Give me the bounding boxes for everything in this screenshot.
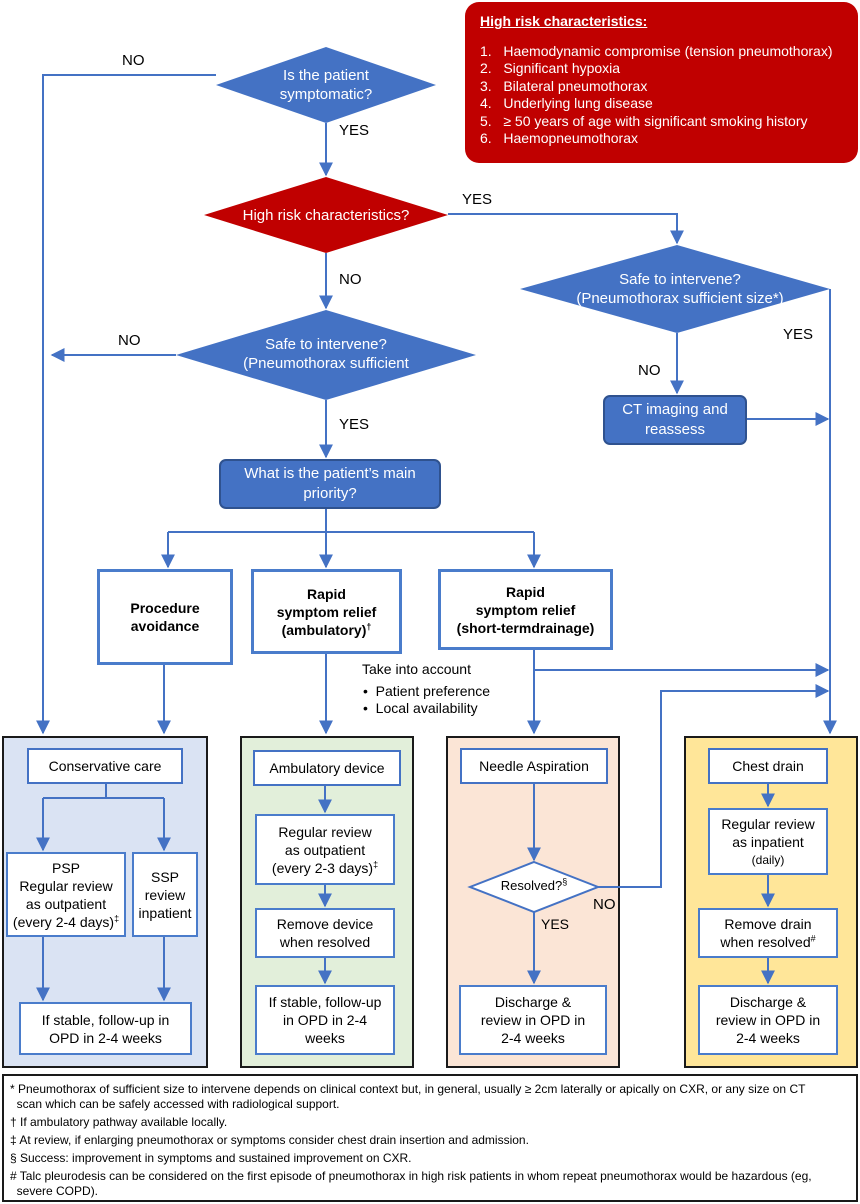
- label-yes-safe-right: YES: [783, 326, 814, 343]
- footnote-success: § Success: improvement in symptoms and s…: [10, 1151, 412, 1165]
- decision-safe-right-shape: [520, 245, 830, 333]
- high-risk-characteristics-box: High risk characteristics: 1. Haemodynam…: [465, 2, 858, 163]
- footnote-size: * Pneumothorax of sufficient size to int…: [10, 1082, 806, 1096]
- label-yes-resolved: YES: [541, 916, 570, 932]
- ambulatory-device-header: Ambulatory device: [253, 750, 401, 786]
- drain-review-box: Regular review as inpatient (daily): [708, 808, 828, 875]
- footnote-ambulatory: † If ambulatory pathway available locall…: [10, 1115, 228, 1129]
- ambulatory-review-box: Regular review as outpatient (every 2-3 …: [255, 814, 395, 885]
- footnote-size-cont: scan which can be safely accessed with r…: [10, 1097, 340, 1111]
- take-into-account: Take into account • Patient preference •…: [362, 661, 491, 716]
- label-no-safe-left: NO: [118, 332, 141, 349]
- footnotes-box: * Pneumothorax of sufficient size to int…: [2, 1074, 858, 1202]
- conservative-follow-up-box: If stable, follow-up in OPD in 2-4 weeks: [19, 1002, 192, 1055]
- high-risk-item: 3. Bilateral pneumothorax: [480, 77, 648, 94]
- high-risk-item: 4. Underlying lung disease: [480, 95, 653, 111]
- main-priority-box: What is the patient’s main priority?: [219, 459, 441, 509]
- label-yes-symptomatic: YES: [339, 122, 370, 139]
- take-into-account-item: • Local availability: [363, 700, 478, 716]
- decision-resolved: Resolved?§: [500, 876, 568, 893]
- decision-high-risk-shape: [204, 177, 448, 253]
- psp-review-box: PSP Regular review as outpatient (every …: [6, 852, 126, 937]
- footnote-talc: # Talc pleurodesis can be considered on …: [10, 1169, 812, 1183]
- option-rapid-ambulatory: Rapid symptom relief (ambulatory)†: [251, 569, 402, 654]
- needle-aspiration-header: Needle Aspiration: [460, 748, 608, 784]
- label-yes-high-risk: YES: [462, 191, 493, 208]
- ssp-review-box: SSP review inpatient: [132, 852, 198, 937]
- drain-discharge-box: Discharge & review in OPD in 2-4 weeks: [698, 985, 838, 1055]
- decision-high-risk: High risk characteristics?: [242, 206, 410, 224]
- decision-safe-right: Safe to intervene? (Pneumothorax suffici…: [576, 271, 784, 307]
- decision-safe-left: Safe to intervene? (Pneumothorax suffici…: [243, 336, 409, 372]
- ambulatory-follow-up-box: If stable, follow-up in OPD in 2-4 weeks: [255, 985, 395, 1055]
- option-procedure-avoidance: Procedure avoidance: [97, 569, 233, 665]
- decision-symptomatic-shape: [216, 47, 436, 123]
- remove-drain-box: Remove drain when resolved#: [698, 908, 838, 958]
- high-risk-item: 5. ≥ 50 years of age with significant sm…: [480, 112, 808, 129]
- decision-symptomatic: Is the patient symptomatic?: [279, 67, 373, 103]
- option-rapid-short-term: Rapid symptom relief (short-termdrainage…: [438, 569, 613, 650]
- high-risk-item: 2. Significant hypoxia: [480, 60, 621, 76]
- footnote-talc-cont: severe COPD).: [10, 1184, 99, 1198]
- take-into-account-item: • Patient preference: [363, 683, 491, 699]
- conservative-care-header: Conservative care: [27, 748, 183, 784]
- decision-safe-left-shape: [176, 310, 476, 400]
- label-no-safe-right: NO: [638, 362, 661, 379]
- ct-imaging-box: CT imaging and reassess: [603, 395, 747, 445]
- label-no-high-risk: NO: [339, 271, 362, 288]
- label-no-resolved: NO: [593, 896, 616, 913]
- label-no-symptomatic: NO: [122, 52, 145, 69]
- footnote-review: ‡ At review, if enlarging pneumothorax o…: [10, 1133, 529, 1147]
- remove-device-box: Remove device when resolved: [255, 908, 395, 958]
- chest-drain-header: Chest drain: [708, 748, 828, 784]
- label-yes-safe-left: YES: [339, 416, 370, 433]
- high-risk-item: 1. Haemodynamic compromise (tension pneu…: [480, 42, 833, 59]
- high-risk-title: High risk characteristics:: [480, 13, 648, 29]
- high-risk-item: 6. Haemopneumothorax: [480, 130, 638, 146]
- needle-discharge-box: Discharge & review in OPD in 2-4 weeks: [459, 985, 607, 1055]
